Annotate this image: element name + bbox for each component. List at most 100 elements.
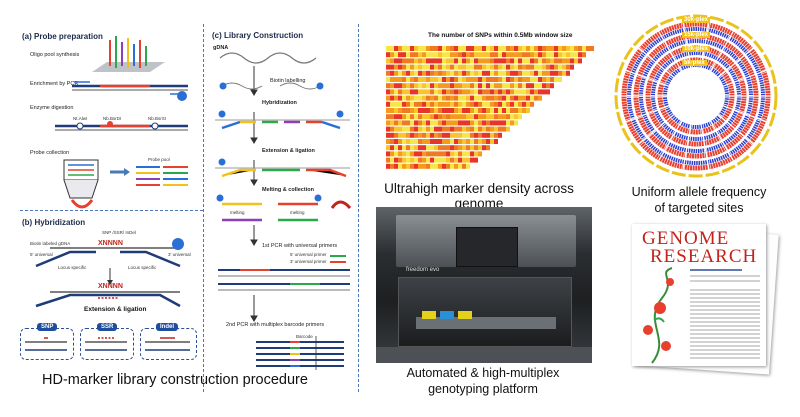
heatmap-cell — [386, 114, 390, 120]
heatmap-cell — [462, 58, 466, 64]
heatmap-cell — [494, 126, 498, 132]
heatmap-cell — [406, 89, 410, 95]
heatmap-cell — [434, 120, 438, 126]
heatmap-cell — [406, 108, 410, 113]
heatmap-cell — [522, 89, 526, 95]
heatmap-cell — [434, 101, 438, 107]
heatmap-cell — [490, 114, 494, 120]
heatmap-cell — [402, 58, 406, 64]
heatmap-cell — [498, 64, 502, 70]
heatmap-cell — [490, 139, 494, 144]
heatmap-cell — [406, 151, 410, 157]
heatmap-cell — [458, 163, 462, 169]
heatmap-cell — [470, 95, 474, 101]
heatmap-cell — [590, 46, 594, 51]
heatmap-cell — [422, 114, 426, 120]
heatmap-cell — [490, 132, 494, 138]
heatmap-cell — [422, 120, 426, 126]
heatmap-cell — [470, 132, 474, 138]
heatmap-cell — [534, 95, 538, 101]
heatmap-cell — [478, 126, 482, 132]
heatmap-cell — [470, 70, 474, 76]
heatmap-cell — [490, 101, 494, 107]
heatmap-cell — [438, 151, 442, 157]
heatmap-cell — [466, 77, 470, 82]
heatmap-cell — [410, 114, 414, 120]
heatmap-cell — [454, 126, 458, 132]
heatmap-cell — [442, 132, 446, 138]
heatmap-cell — [426, 120, 430, 126]
heatmap-cell — [526, 101, 530, 107]
heatmap-cell — [386, 151, 390, 157]
heatmap-cell — [466, 70, 470, 76]
heatmap-cell — [398, 139, 402, 144]
heatmap-cell — [450, 120, 454, 126]
heatmap-cell — [470, 108, 474, 113]
ext-lig-label: Extension & ligation — [84, 306, 147, 313]
heatmap-cell — [470, 77, 474, 82]
heatmap-cell — [410, 46, 414, 51]
heatmap-cell — [510, 101, 514, 107]
heatmap-cell — [442, 77, 446, 82]
heatmap-cell — [534, 89, 538, 95]
universal-3-label: 3' universal — [168, 252, 191, 257]
circos-plot — [614, 14, 778, 178]
ring-label-2: 15k-plex — [682, 32, 711, 38]
heatmap-cell — [458, 157, 462, 163]
heatmap-cell — [390, 139, 394, 144]
heatmap-cell — [506, 95, 510, 101]
heatmap-cell — [518, 101, 522, 107]
heatmap-cell — [450, 157, 454, 163]
heatmap-cell — [386, 108, 390, 113]
heatmap-cell — [414, 151, 418, 157]
heatmap-cell — [434, 52, 438, 58]
heatmap-cell — [446, 77, 450, 82]
circos-ring-red — [657, 57, 735, 135]
heatmap-cell — [422, 46, 426, 51]
barcode-label: Barcode — [296, 334, 313, 339]
heatmap-cell — [462, 89, 466, 95]
heatmap-cell — [490, 89, 494, 95]
indel-badge: Indel — [156, 323, 179, 331]
divider-vertical-left — [203, 24, 204, 392]
heatmap-cell — [510, 46, 514, 51]
heatmap-cell — [422, 77, 426, 82]
heatmap-cell — [466, 114, 470, 120]
biotin-gdna-label: Biotin labeled gDNA — [30, 241, 71, 246]
heatmap-cell — [470, 64, 474, 70]
heatmap-cell — [562, 52, 566, 58]
circos-separator — [681, 123, 692, 173]
heatmap-cell — [566, 46, 570, 51]
circos-ring-blue — [663, 63, 729, 129]
heatmap-cell — [546, 64, 550, 70]
heatmap-cell — [506, 52, 510, 58]
heatmap-cell — [510, 120, 514, 126]
heatmap-cell — [466, 151, 470, 157]
heatmap-cell — [390, 163, 394, 169]
heatmap-cell — [458, 70, 462, 76]
divider-horizontal — [20, 210, 203, 211]
heatmap-cell — [474, 58, 478, 64]
heatmap-cell — [542, 52, 546, 58]
heatmap-cell — [434, 151, 438, 157]
heatmap-cell — [454, 163, 458, 169]
heatmap-cell — [398, 157, 402, 163]
heatmap-cell — [466, 46, 470, 51]
panel-c-step-4: Melting & collection — [262, 187, 314, 193]
heatmap-cell — [474, 151, 478, 157]
heatmap-cell — [430, 145, 434, 151]
heatmap-cell — [402, 89, 406, 95]
heatmap-cell — [494, 120, 498, 126]
heatmap-cell — [474, 145, 478, 151]
heatmap-cell — [502, 70, 506, 76]
heatmap-cell — [566, 58, 570, 64]
heatmap-cell — [454, 145, 458, 151]
heatmap-cell — [430, 64, 434, 70]
heatmap-cell — [538, 64, 542, 70]
heatmap-cell — [498, 132, 502, 138]
heatmap-cell — [506, 126, 510, 132]
heatmap-cell — [454, 101, 458, 107]
heatmap-cell — [402, 101, 406, 107]
hybridization-top — [35, 238, 184, 268]
heatmap-cell — [418, 132, 422, 138]
